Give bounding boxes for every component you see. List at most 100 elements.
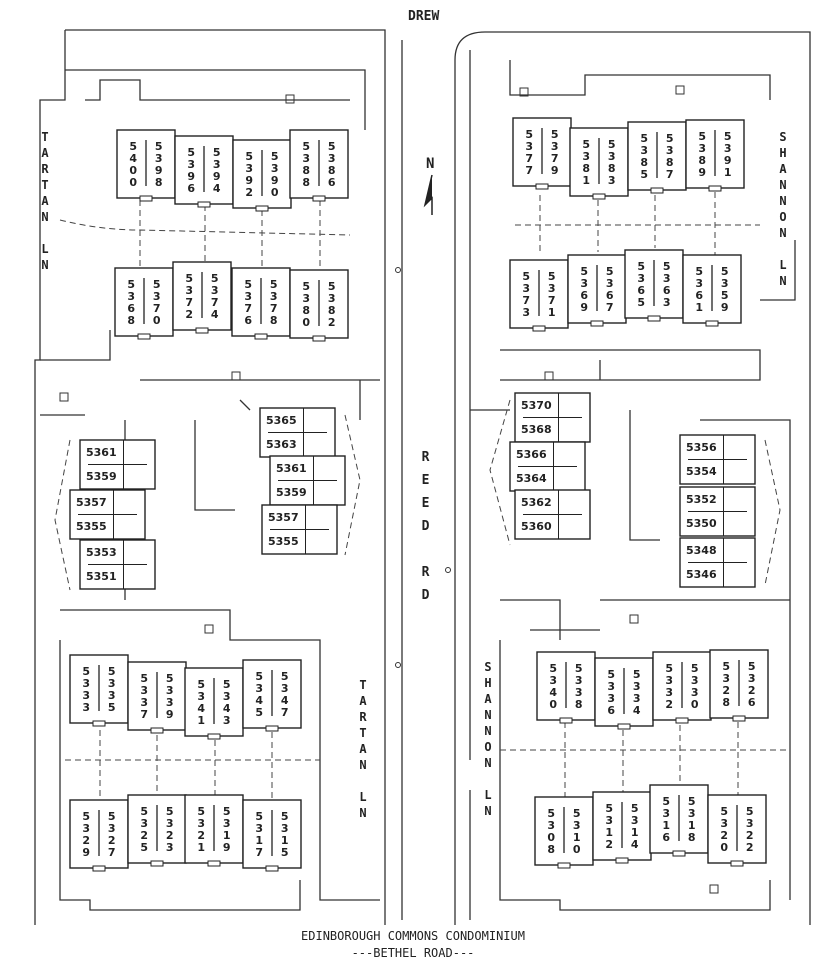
unit-digit: 5 xyxy=(108,665,116,678)
unit-digit: 5 xyxy=(640,132,648,145)
unit-digit: 5 xyxy=(140,841,148,854)
unit-digit: 3 xyxy=(580,277,588,290)
unit-digit: 1 xyxy=(255,834,263,847)
unit-number: 5350 xyxy=(686,517,717,530)
unit-digit: 2 xyxy=(166,829,174,842)
unit-digit: 3 xyxy=(82,677,90,690)
unit-digit: 5 xyxy=(127,278,135,291)
unit-digit: 0 xyxy=(271,186,279,199)
unit-digit: 3 xyxy=(606,277,614,290)
unit-digit: 3 xyxy=(547,819,555,832)
unit-digit: 5 xyxy=(255,706,263,719)
unit-digit: 3 xyxy=(328,152,336,165)
unit-digit: 7 xyxy=(140,708,148,721)
unit-digit: 3 xyxy=(153,290,161,303)
unit-digit: 3 xyxy=(244,290,252,303)
unit-number: 5355 xyxy=(268,535,299,548)
unit-digit: 2 xyxy=(746,829,754,842)
entry-stoop xyxy=(672,850,686,857)
unit-number: 5361 xyxy=(86,446,117,459)
unit-digit: 7 xyxy=(108,846,116,859)
unit-digit: 9 xyxy=(698,166,706,179)
unit-digit: 3 xyxy=(140,817,148,830)
unit-digit: 5 xyxy=(580,265,588,278)
unit-digit: 8 xyxy=(270,314,278,327)
unit-number: 5362 xyxy=(521,496,552,509)
walkway xyxy=(65,730,320,800)
unit-digit: 5 xyxy=(666,132,674,145)
unit-digit: 7 xyxy=(281,706,289,719)
unit-digit: 5 xyxy=(748,660,756,673)
unit-digit: 5 xyxy=(549,662,557,675)
unit-digit: 5 xyxy=(720,805,728,818)
unit-digit: 5 xyxy=(255,670,263,683)
unit-digit: 3 xyxy=(223,714,231,727)
unit-number: 5352 xyxy=(686,493,717,506)
entry-stoop xyxy=(730,860,744,867)
north-arrow xyxy=(423,174,433,215)
entry-stoop xyxy=(137,333,151,340)
walkway xyxy=(54,399,781,591)
unit-digit: 7 xyxy=(255,846,263,859)
unit-digit: 1 xyxy=(688,819,696,832)
unit-digit: 3 xyxy=(211,284,219,297)
unit-digit: 0 xyxy=(720,841,728,854)
unit-digit: 5 xyxy=(129,140,137,153)
unit-digit: 2 xyxy=(665,698,673,711)
unit-digit: 5 xyxy=(166,672,174,685)
unit-digit: 3 xyxy=(187,158,195,171)
unit-digit: 9 xyxy=(724,154,732,167)
unit-digit: 5 xyxy=(270,278,278,291)
unit-digit: 3 xyxy=(82,701,90,714)
unit-digit: 2 xyxy=(605,838,613,851)
unit-digit: 9 xyxy=(155,164,163,177)
entry-stoop xyxy=(617,723,631,730)
road-label-shannon-ln-lower: SHANNON LN xyxy=(481,660,495,820)
unit-digit: 8 xyxy=(302,164,310,177)
unit-digit: 3 xyxy=(633,692,641,705)
unit-digit: 6 xyxy=(328,176,336,189)
unit-digit: 3 xyxy=(302,152,310,165)
unit-digit: 4 xyxy=(631,838,639,851)
entry-stoop xyxy=(207,733,221,740)
unit-digit: 5 xyxy=(525,128,533,141)
unit-digit: 5 xyxy=(213,146,221,159)
unit-digit: 1 xyxy=(223,829,231,842)
unit-digit: 4 xyxy=(223,702,231,715)
unit-digit: 8 xyxy=(547,843,555,856)
entry-stoop xyxy=(312,195,326,202)
unit-digit: 3 xyxy=(127,290,135,303)
entry-stoop xyxy=(615,857,629,864)
markers xyxy=(59,85,719,894)
unit-digit: 7 xyxy=(211,296,219,309)
unit-digit: 5 xyxy=(691,662,699,675)
unit-digit: 3 xyxy=(608,150,616,163)
unit-digit: 9 xyxy=(187,170,195,183)
